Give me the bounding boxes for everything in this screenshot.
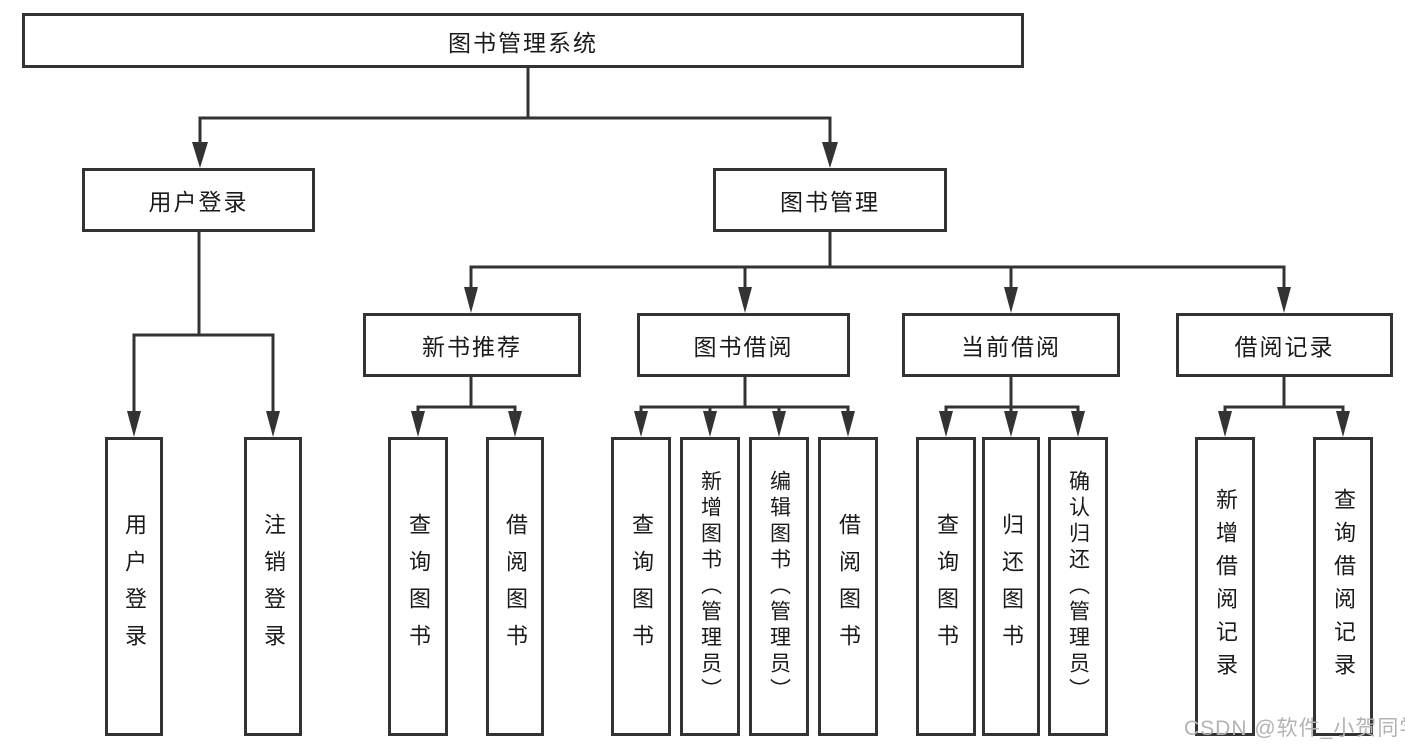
leaf-label: 查询借阅记录 [1331,487,1356,686]
leaf-label: 查询图书 [934,512,959,661]
leaf-add-borrow-record: 新增借阅记录 [1195,437,1255,736]
leaf-confirm-return-admin: 确认归还（管理员） [1048,437,1108,736]
root-node-library-system: 图书管理系统 [22,13,1024,68]
node-book-borrow: 图书借阅 [637,313,850,377]
leaf-query-books-2: 查询图书 [611,437,671,736]
leaf-return-books: 归还图书 [982,437,1040,736]
leaf-edit-books-admin: 编辑图书（管理员） [749,437,809,736]
leaf-add-books-admin: 新增图书（管理员） [680,437,740,736]
leaf-borrow-books-2: 借阅图书 [818,437,878,736]
node-user-login: 用户登录 [82,168,315,232]
leaf-label: 借阅图书 [836,512,861,661]
leaf-borrow-books-1: 借阅图书 [486,437,544,736]
leaf-label: 查询图书 [629,512,654,661]
leaf-query-borrow-record: 查询借阅记录 [1313,437,1373,736]
leaf-label: 注销登录 [261,512,286,661]
leaf-logout: 注销登录 [244,437,302,736]
leaf-label: 确认归还（管理员） [1066,469,1090,704]
leaf-user-login: 用户登录 [105,437,163,736]
leaf-label: 新增借阅记录 [1213,487,1238,686]
leaf-query-books-3: 查询图书 [916,437,976,736]
node-current-borrow: 当前借阅 [902,313,1120,377]
leaf-label: 编辑图书（管理员） [767,469,791,704]
leaf-label: 借阅图书 [503,512,528,661]
leaf-label: 新增图书（管理员） [698,469,722,704]
leaf-label: 归还图书 [999,512,1024,661]
node-book-management: 图书管理 [713,168,947,232]
leaf-label: 用户登录 [122,512,147,661]
leaf-label: 查询图书 [406,512,431,661]
csdn-watermark: CSDN @软件_小贺同学 [1184,717,1405,740]
node-borrow-record: 借阅记录 [1176,313,1393,377]
node-new-book-recommend: 新书推荐 [363,313,581,377]
leaf-query-books-1: 查询图书 [388,437,448,736]
